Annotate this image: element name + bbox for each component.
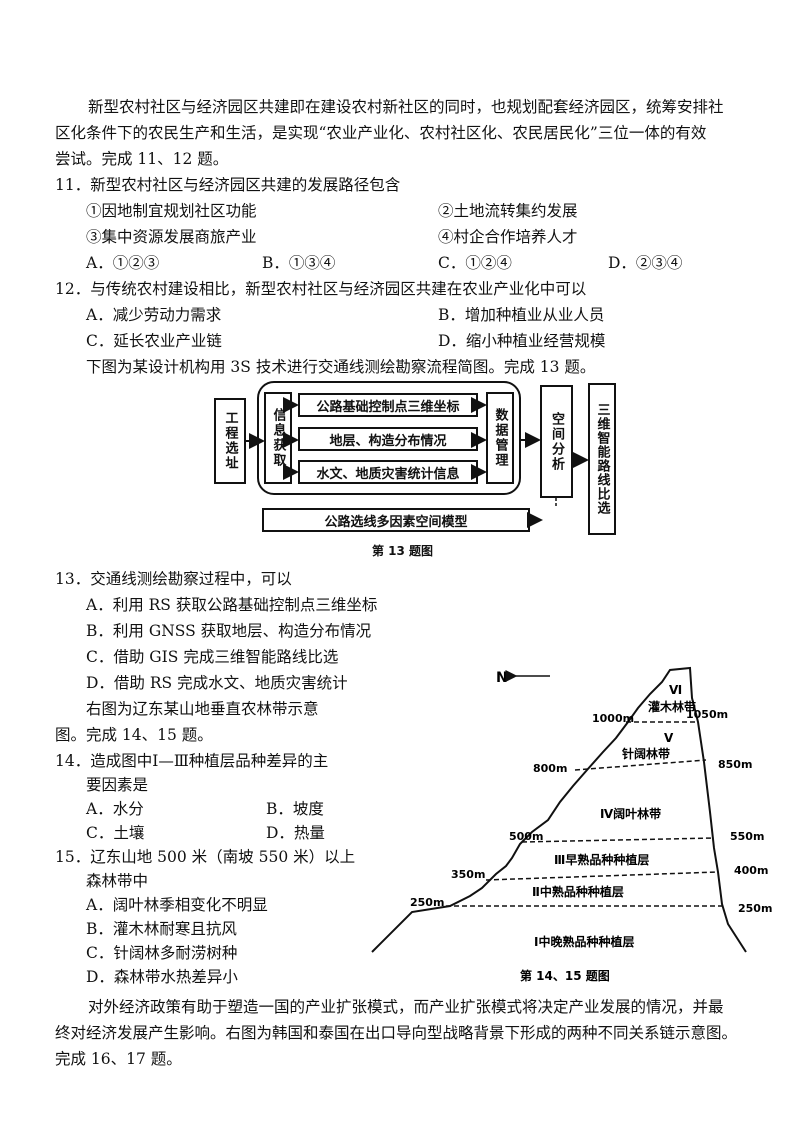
q15-stem-line1: 15．辽东山地 500 米（南坡 550 米）以上 [55,848,356,866]
q11-choice-d: D．②③④ [608,254,683,272]
altitude-250m-right: 250m [738,902,772,915]
north-label: N [496,670,508,686]
zone-5-number: Ⅴ [664,731,674,745]
zone-4-label: Ⅳ阔叶林带 [600,806,661,821]
altitude-850m-right: 850m [718,758,752,771]
control-points-box: 公路基础控制点三维坐标 [298,393,478,417]
strata-box: 地层、构造分布情况 [298,427,478,451]
q14-choice-b: B．坡度 [266,800,324,818]
intro-13: 下图为某设计机构用 3S 技术进行交通线测绘勘察流程简图。完成 13 题。 [86,358,596,376]
data-management-label: 数据管理 [492,408,508,468]
figure-13-caption: 第 13 题图 [372,544,434,558]
site-selection-label: 工程选址 [222,411,238,471]
q13-choice-d: D．借助 RS 完成水文、地质灾害统计 [86,674,348,692]
hydrology-box: 水文、地质灾害统计信息 [298,460,478,484]
info-acquisition-box: 信息获取 [264,392,292,484]
altitude-1000m-left: 1000m [592,712,634,725]
intro-16-17-line3: 完成 16、17 题。 [55,1050,182,1068]
q14-stem-line2: 要因素是 [86,776,149,794]
zone-6-label: 灌木林带 [647,699,696,714]
mountain-outline [371,666,747,953]
zone-1-label: Ⅰ中晚熟品种种植层 [534,934,634,949]
altitude-500m-left: 500m [509,830,543,843]
flowchart: 工程选址 信息获取 公路基础控制点三维坐标 地层、构造分布情况 水文、地质灾害统… [0,0,794,560]
altitude-400m-right: 400m [734,864,768,877]
q11-stem: 11．新型农村社区与经济园区共建的发展路径包含 [55,176,401,194]
q12-choice-a: A．减少劳动力需求 [86,306,222,324]
q12-choice-c: C．延长农业产业链 [86,332,222,350]
q15-choice-b: B．灌木林耐寒且抗风 [86,920,237,938]
q11-choice-a: A．①②③ [86,254,160,272]
intro-14-15-line2: 图。完成 14、15 题。 [55,726,213,744]
intro-11-12-line1: 新型农村社区与经济园区共建即在建设农村新社区的同时，也规划配套经济园区，统筹安排… [88,98,724,116]
intro-14-15-line1: 右图为辽东某山地垂直农林带示意 [86,700,319,718]
data-management-box: 数据管理 [486,392,514,484]
flowchart-connectors [246,381,589,528]
q12-choice-b: B．增加种植业从业人员 [438,306,605,324]
zone-6-number: Ⅵ [669,683,682,697]
altitude-350m-left: 350m [451,868,485,881]
boundary-800m [574,759,707,771]
intro-16-17-line1: 对外经济政策有助于塑造一国的产业扩张模式，而产业扩张模式将决定产业发展的情况，并… [88,998,724,1016]
info-acquisition-label: 信息获取 [270,408,286,468]
q13-choice-b: B．利用 GNSS 获取地层、构造分布情况 [86,622,372,640]
control-points-label: 公路基础控制点三维坐标 [316,399,460,415]
q12-choice-d: D．缩小种植业经营规模 [438,332,606,350]
q11-option-3: ③集中资源发展商旅产业 [86,228,257,246]
q14-choice-d: D．热量 [266,824,325,842]
intro-11-12-line3: 尝试。完成 11、12 题。 [55,150,229,168]
q11-choice-c: C．①②④ [438,254,512,272]
q13-stem: 13．交通线测绘勘察过程中，可以 [55,570,292,588]
altitude-800m-left: 800m [533,762,567,775]
q13-choice-a: A．利用 RS 获取公路基础控制点三维坐标 [86,596,378,614]
site-selection-box: 工程选址 [214,398,246,484]
altitude-1050m-right: 1050m [686,708,728,721]
route-selection-label: 三维智能路线比选 [594,403,610,515]
zone-2-label: Ⅱ中熟品种种植层 [532,884,624,899]
strata-label: 地层、构造分布情况 [329,433,447,449]
q15-choice-d: D．森林带水热差异小 [86,968,238,986]
zone-5-label: 针阔林带 [622,746,670,761]
hydrology-label: 水文、地质灾害统计信息 [316,466,460,482]
spatial-analysis-label: 空间分析 [549,411,564,472]
q11-option-4: ④村企合作培养人才 [438,228,578,246]
route-selection-box: 三维智能路线比选 [588,383,616,535]
q14-stem-line1: 14．造成图中Ⅰ—Ⅲ种植层品种差异的主 [55,752,329,770]
intro-11-12-line2: 区化条件下的农民生产和生活，是实现“农业产业化、农村社区化、农民居民化”三位一体… [55,124,707,142]
q15-stem-line2: 森林带中 [86,872,149,890]
altitude-250m-left: 250m [410,896,444,909]
spatial-analysis-box: 空间分析 [540,385,573,498]
q15-choice-c: C．针阔林多耐涝树种 [86,944,238,962]
boundary-350m [485,871,719,881]
boundary-500m [521,837,715,843]
q12-stem: 12．与传统农村建设相比，新型农村社区与经济园区共建在农业产业化中可以 [55,280,587,298]
figure-14-15-caption: 第 14、15 题图 [520,968,610,983]
q11-choice-b: B．①③④ [262,254,336,272]
q11-option-2: ②土地流转集约发展 [438,202,578,220]
altitude-550m-right: 550m [730,830,764,843]
q15-choice-a: A．阔叶林季相变化不明显 [86,896,268,914]
model-box: 公路选线多因素空间模型 [262,508,530,532]
q11-option-1: ①因地制宜规划社区功能 [86,202,257,220]
model-label: 公路选线多因素空间模型 [324,514,468,530]
zone-3-label: Ⅲ早熟品种种植层 [554,852,649,867]
q14-choice-c: C．土壤 [86,824,145,842]
q13-choice-c: C．借助 GIS 完成三维智能路线比选 [86,648,339,666]
q14-choice-a: A．水分 [86,800,144,818]
intro-16-17-line2: 终对经济发展产生影响。右图为韩国和泰国在出口导向型战略背景下形成的两种不同关系链… [55,1024,738,1042]
